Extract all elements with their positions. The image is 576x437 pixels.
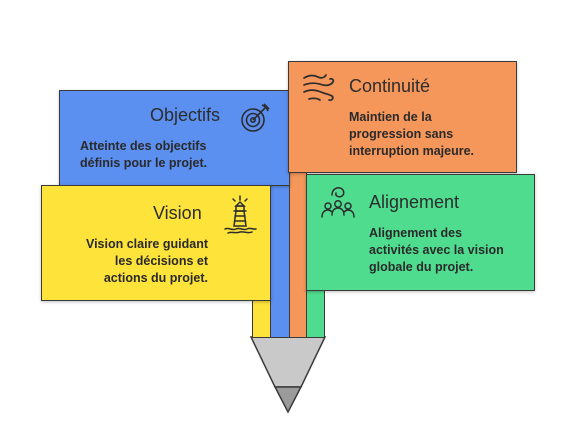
stem-objectifs bbox=[270, 180, 290, 338]
card-title: Continuité bbox=[349, 76, 431, 96]
card-title: Objectifs bbox=[150, 105, 221, 125]
wind-icon bbox=[303, 74, 335, 102]
stem-continuite bbox=[289, 172, 307, 338]
card-vision: Vision Vision claire guidant les décisio… bbox=[41, 185, 271, 301]
card-description: Maintien de la progression sans interrup… bbox=[349, 110, 475, 158]
card-description: Vision claire guidant les décisions et a… bbox=[85, 237, 208, 285]
card-alignement: Alignement Alignement des activités avec… bbox=[306, 174, 535, 291]
card-description: Alignement des activités avec la vision … bbox=[369, 226, 504, 274]
card-description: Atteinte des objectifs définis pour le p… bbox=[80, 139, 208, 170]
team-icon bbox=[321, 187, 355, 218]
stem-alignement bbox=[306, 287, 325, 338]
target-icon bbox=[241, 103, 270, 132]
card-continuite: Continuité Maintien de la progression sa… bbox=[288, 61, 517, 173]
lighthouse-icon bbox=[224, 195, 257, 234]
card-title: Vision bbox=[153, 203, 202, 223]
card-objectifs: Objectifs Atteinte des objectifs définis… bbox=[59, 90, 290, 186]
card-title: Alignement bbox=[369, 192, 460, 212]
stem-vision bbox=[252, 296, 271, 338]
